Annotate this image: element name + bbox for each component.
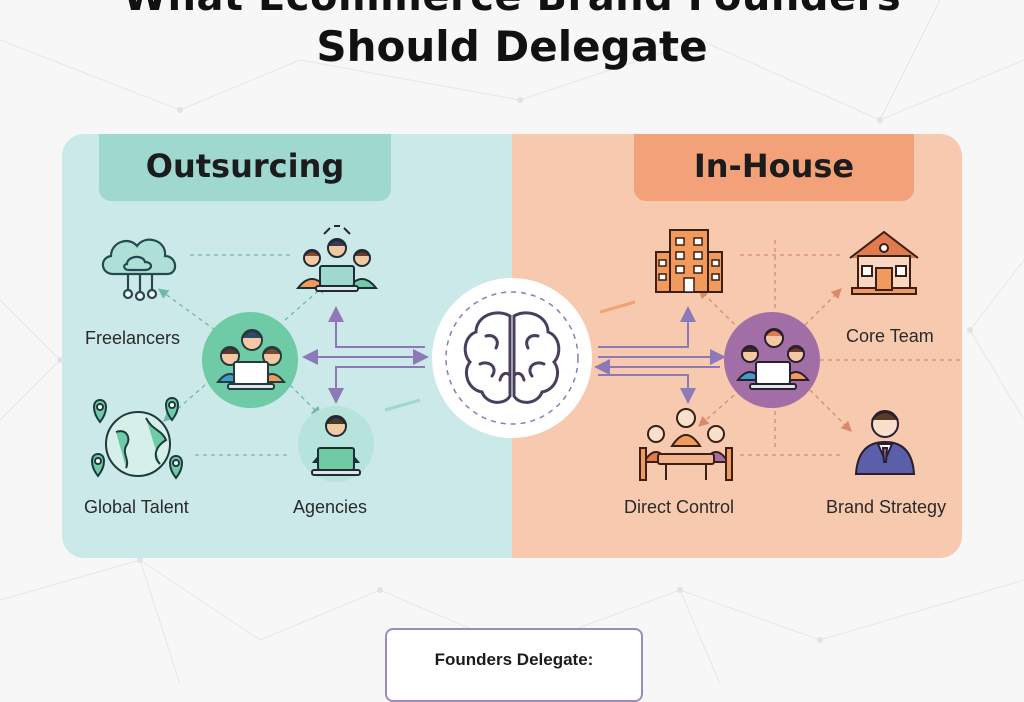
- person-laptop-icon: [298, 406, 374, 482]
- team-hub-icon: [724, 312, 820, 408]
- brain-icon: [432, 278, 592, 438]
- founders-delegate-label: Founders Delegate:: [434, 650, 594, 669]
- background-network: [0, 0, 1024, 684]
- page-title-line-2: Should Delegate: [316, 22, 708, 71]
- founders-delegate-box: Founders Delegate:: [385, 628, 643, 702]
- house-icon: [849, 230, 919, 295]
- freelancers-label: Freelancers: [85, 328, 181, 348]
- inhouse-header: In-House: [634, 134, 914, 201]
- globe-pins-icon: [91, 396, 183, 480]
- direct-control-label: Direct Control: [624, 497, 735, 517]
- core-team-label: Core Team: [846, 326, 934, 346]
- agencies-label: Agencies: [293, 497, 368, 517]
- connector-lines: [157, 240, 960, 456]
- outsourcing-header: Outsurcing: [99, 134, 391, 201]
- cloud-network-icon: [101, 238, 177, 302]
- businessman-icon: [854, 410, 916, 475]
- meeting-table-icon: [639, 408, 733, 481]
- brand-strategy-label: Brand Strategy: [826, 497, 947, 517]
- global-talent-label: Global Talent: [84, 497, 189, 517]
- group-laptop-icon: [295, 225, 379, 292]
- office-building-icon: [655, 229, 723, 293]
- team-laptop-icon: [202, 312, 298, 408]
- page-title-line-1: What Ecommerce Brand Founders: [0, 0, 1024, 20]
